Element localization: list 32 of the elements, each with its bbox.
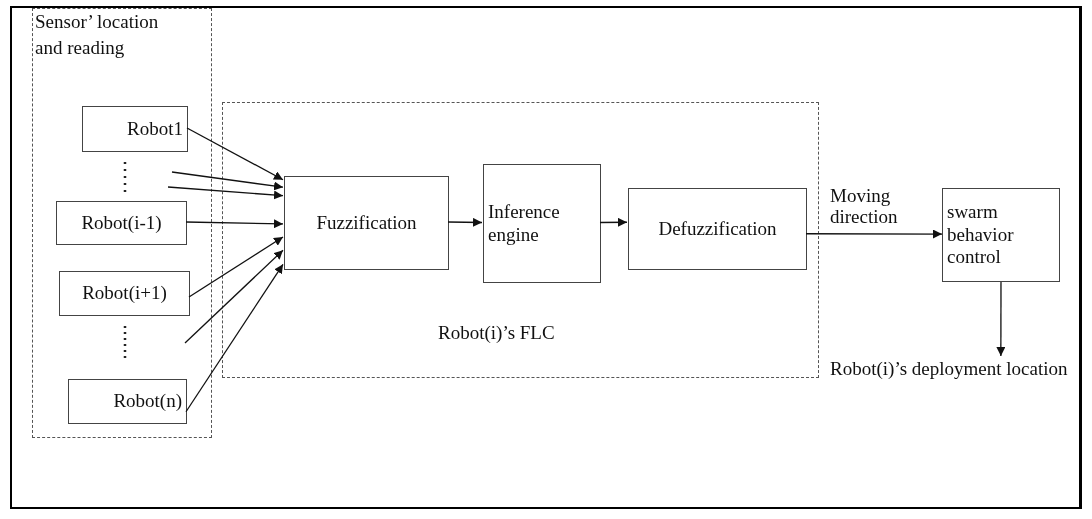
arrow: [447, 217, 483, 227]
box-label: Fuzzification: [316, 211, 417, 235]
box-label: Defuzzification: [658, 217, 777, 241]
box-label: Robot(n): [113, 390, 182, 413]
process-box: [68, 379, 187, 424]
box-label: swarm behavior control: [947, 200, 1015, 270]
group-label: Robot(i)’s FLC: [438, 321, 556, 345]
arrow: [805, 229, 943, 239]
arrow: [184, 249, 284, 344]
arrow: [171, 171, 284, 191]
process-box: [942, 188, 1060, 282]
arrow: [996, 281, 1006, 357]
arrow: [188, 236, 284, 298]
dashed-group: [32, 8, 212, 438]
box-label: Robot(i+1): [82, 282, 167, 305]
box-label: Robot1: [127, 117, 183, 141]
process-box: [284, 176, 449, 270]
arrow: [186, 127, 284, 181]
group-label: Sensor’ location and reading: [35, 10, 160, 60]
dashed-group: [222, 102, 819, 378]
process-box: [82, 106, 188, 152]
process-box: [483, 164, 601, 283]
arrow: [167, 186, 284, 200]
box-label: Inference engine: [488, 200, 561, 247]
process-box: [56, 201, 187, 245]
arrow: [185, 219, 284, 229]
arrow: [185, 263, 284, 413]
process-box: [59, 271, 190, 316]
process-box: [628, 188, 807, 270]
box-label: Robot(i-1): [81, 211, 162, 235]
output-label: Robot(i)’s deployment location: [830, 356, 1085, 416]
arrow: [599, 217, 628, 227]
